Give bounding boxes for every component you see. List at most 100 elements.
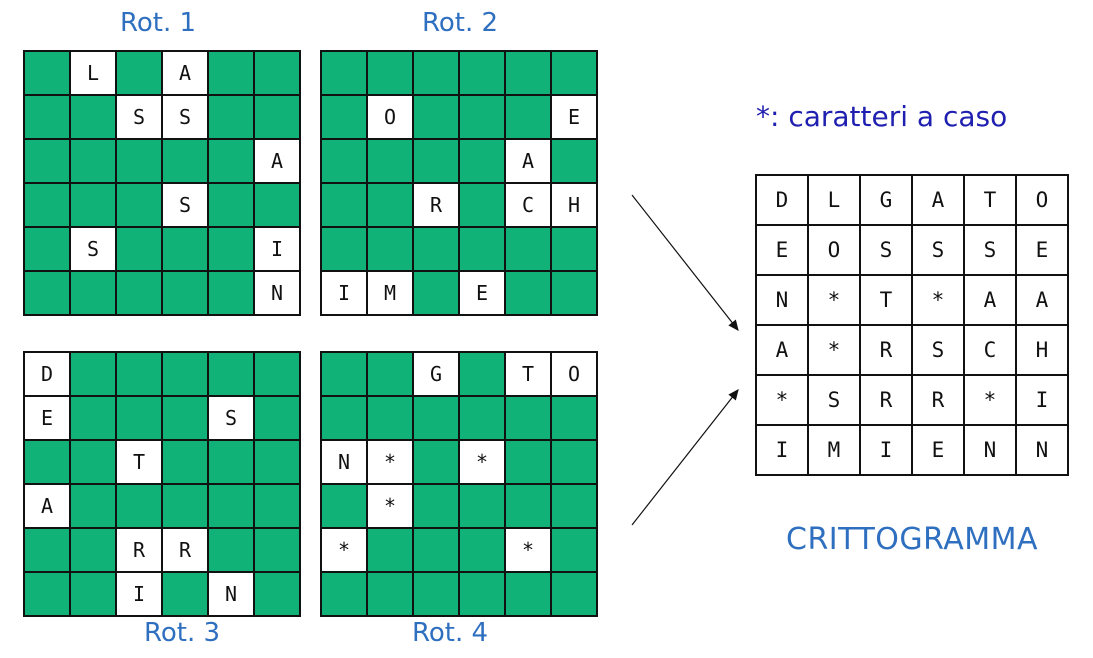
cryptogram-cell: O bbox=[1017, 176, 1067, 224]
grid-mask-cell bbox=[460, 52, 504, 94]
cryptogram-cell: N bbox=[757, 276, 807, 324]
grid-hole-cell: O bbox=[368, 96, 412, 138]
grid-mask-cell bbox=[209, 184, 253, 226]
grid-hole-cell: R bbox=[163, 529, 207, 571]
grid-hole-cell: S bbox=[71, 228, 115, 270]
cryptogram-cell: R bbox=[913, 376, 963, 424]
grid-mask-cell bbox=[25, 140, 69, 182]
grid-mask-cell bbox=[255, 397, 299, 439]
grid-mask-cell bbox=[552, 52, 596, 94]
grid-hole-cell: C bbox=[506, 184, 550, 226]
grid-hole-cell: N bbox=[322, 441, 366, 483]
cryptogram-cell: * bbox=[809, 276, 859, 324]
grid-hole-cell: * bbox=[322, 529, 366, 571]
grid-hole-cell: * bbox=[368, 485, 412, 527]
grid-hole-cell: * bbox=[460, 441, 504, 483]
grid-mask-cell bbox=[25, 184, 69, 226]
grid-mask-cell bbox=[414, 52, 458, 94]
grid-mask-cell bbox=[322, 397, 366, 439]
grid-mask-cell bbox=[322, 353, 366, 395]
grid-mask-cell bbox=[163, 441, 207, 483]
cryptogram-cell: A bbox=[1017, 276, 1067, 324]
grid-mask-cell bbox=[368, 529, 412, 571]
rot-2-title: Rot. 2 bbox=[421, 8, 499, 38]
grid-mask-cell bbox=[25, 529, 69, 571]
grid-mask-cell bbox=[25, 96, 69, 138]
grid-mask-cell bbox=[368, 228, 412, 270]
grid-hole-cell: S bbox=[163, 184, 207, 226]
cryptogram-cell: E bbox=[913, 426, 963, 474]
grid-mask-cell bbox=[25, 228, 69, 270]
cryptogram-cell: * bbox=[965, 376, 1015, 424]
grid-mask-cell bbox=[368, 184, 412, 226]
arrow-bottom bbox=[631, 389, 739, 526]
arrow-top bbox=[631, 194, 739, 331]
cryptogram-cell: * bbox=[809, 326, 859, 374]
grid-mask-cell bbox=[209, 441, 253, 483]
grid-mask-cell bbox=[506, 272, 550, 314]
grid-mask-cell bbox=[322, 184, 366, 226]
grid-mask-cell bbox=[209, 96, 253, 138]
grid-mask-cell bbox=[368, 397, 412, 439]
grid-mask-cell bbox=[163, 485, 207, 527]
grid-mask-cell bbox=[117, 228, 161, 270]
grid-mask-cell bbox=[414, 529, 458, 571]
grid-mask-cell bbox=[209, 52, 253, 94]
grid-hole-cell: T bbox=[117, 441, 161, 483]
grid-mask-cell bbox=[163, 353, 207, 395]
cryptogram-cell: I bbox=[757, 426, 807, 474]
grid-mask-cell bbox=[322, 96, 366, 138]
grid-hole-cell: D bbox=[25, 353, 69, 395]
grid-mask-cell bbox=[163, 140, 207, 182]
cryptogram-cell: M bbox=[809, 426, 859, 474]
grid-mask-cell bbox=[163, 397, 207, 439]
grid-hole-cell: R bbox=[117, 529, 161, 571]
grid-hole-cell: S bbox=[117, 96, 161, 138]
grid-mask-cell bbox=[460, 228, 504, 270]
grid-hole-cell: I bbox=[255, 228, 299, 270]
random-chars-legend: *: caratteri a caso bbox=[756, 100, 1008, 133]
grid-mask-cell bbox=[368, 52, 412, 94]
grid-mask-cell bbox=[255, 353, 299, 395]
cryptogram-label: CRITTOGRAMMA bbox=[786, 522, 1039, 557]
grid-hole-cell: A bbox=[506, 140, 550, 182]
grid-mask-cell bbox=[71, 397, 115, 439]
grid-mask-cell bbox=[414, 140, 458, 182]
grid-mask-cell bbox=[506, 397, 550, 439]
cryptogram-cell: S bbox=[913, 226, 963, 274]
grid-hole-cell: O bbox=[552, 353, 596, 395]
cryptogram-cell: S bbox=[965, 226, 1015, 274]
rot-4-title: Rot. 4 bbox=[411, 618, 489, 648]
grid-mask-cell bbox=[506, 52, 550, 94]
grid-mask-cell bbox=[255, 485, 299, 527]
grid-hole-cell: S bbox=[209, 397, 253, 439]
grid-mask-cell bbox=[255, 441, 299, 483]
grid-hole-cell: E bbox=[552, 96, 596, 138]
cryptogram-cell: L bbox=[809, 176, 859, 224]
cryptogram-cell: R bbox=[861, 376, 911, 424]
grid-mask-cell bbox=[71, 573, 115, 615]
grid-mask-cell bbox=[117, 485, 161, 527]
grid-hole-cell: S bbox=[163, 96, 207, 138]
grid-mask-cell bbox=[117, 353, 161, 395]
grid-hole-cell: E bbox=[460, 272, 504, 314]
cryptogram-cell: C bbox=[965, 326, 1015, 374]
grid-mask-cell bbox=[322, 52, 366, 94]
grid-mask-cell bbox=[209, 272, 253, 314]
grid-mask-cell bbox=[414, 441, 458, 483]
grid-mask-cell bbox=[460, 353, 504, 395]
grid-mask-cell bbox=[414, 96, 458, 138]
cryptogram-cell: * bbox=[913, 276, 963, 324]
grid-mask-cell bbox=[209, 353, 253, 395]
grid-hole-cell: T bbox=[506, 353, 550, 395]
grid-mask-cell bbox=[163, 272, 207, 314]
grid-hole-cell: I bbox=[117, 573, 161, 615]
grid-mask-cell bbox=[25, 441, 69, 483]
cryptogram-cell: A bbox=[913, 176, 963, 224]
grid-hole-cell: N bbox=[255, 272, 299, 314]
grid-mask-cell bbox=[209, 529, 253, 571]
